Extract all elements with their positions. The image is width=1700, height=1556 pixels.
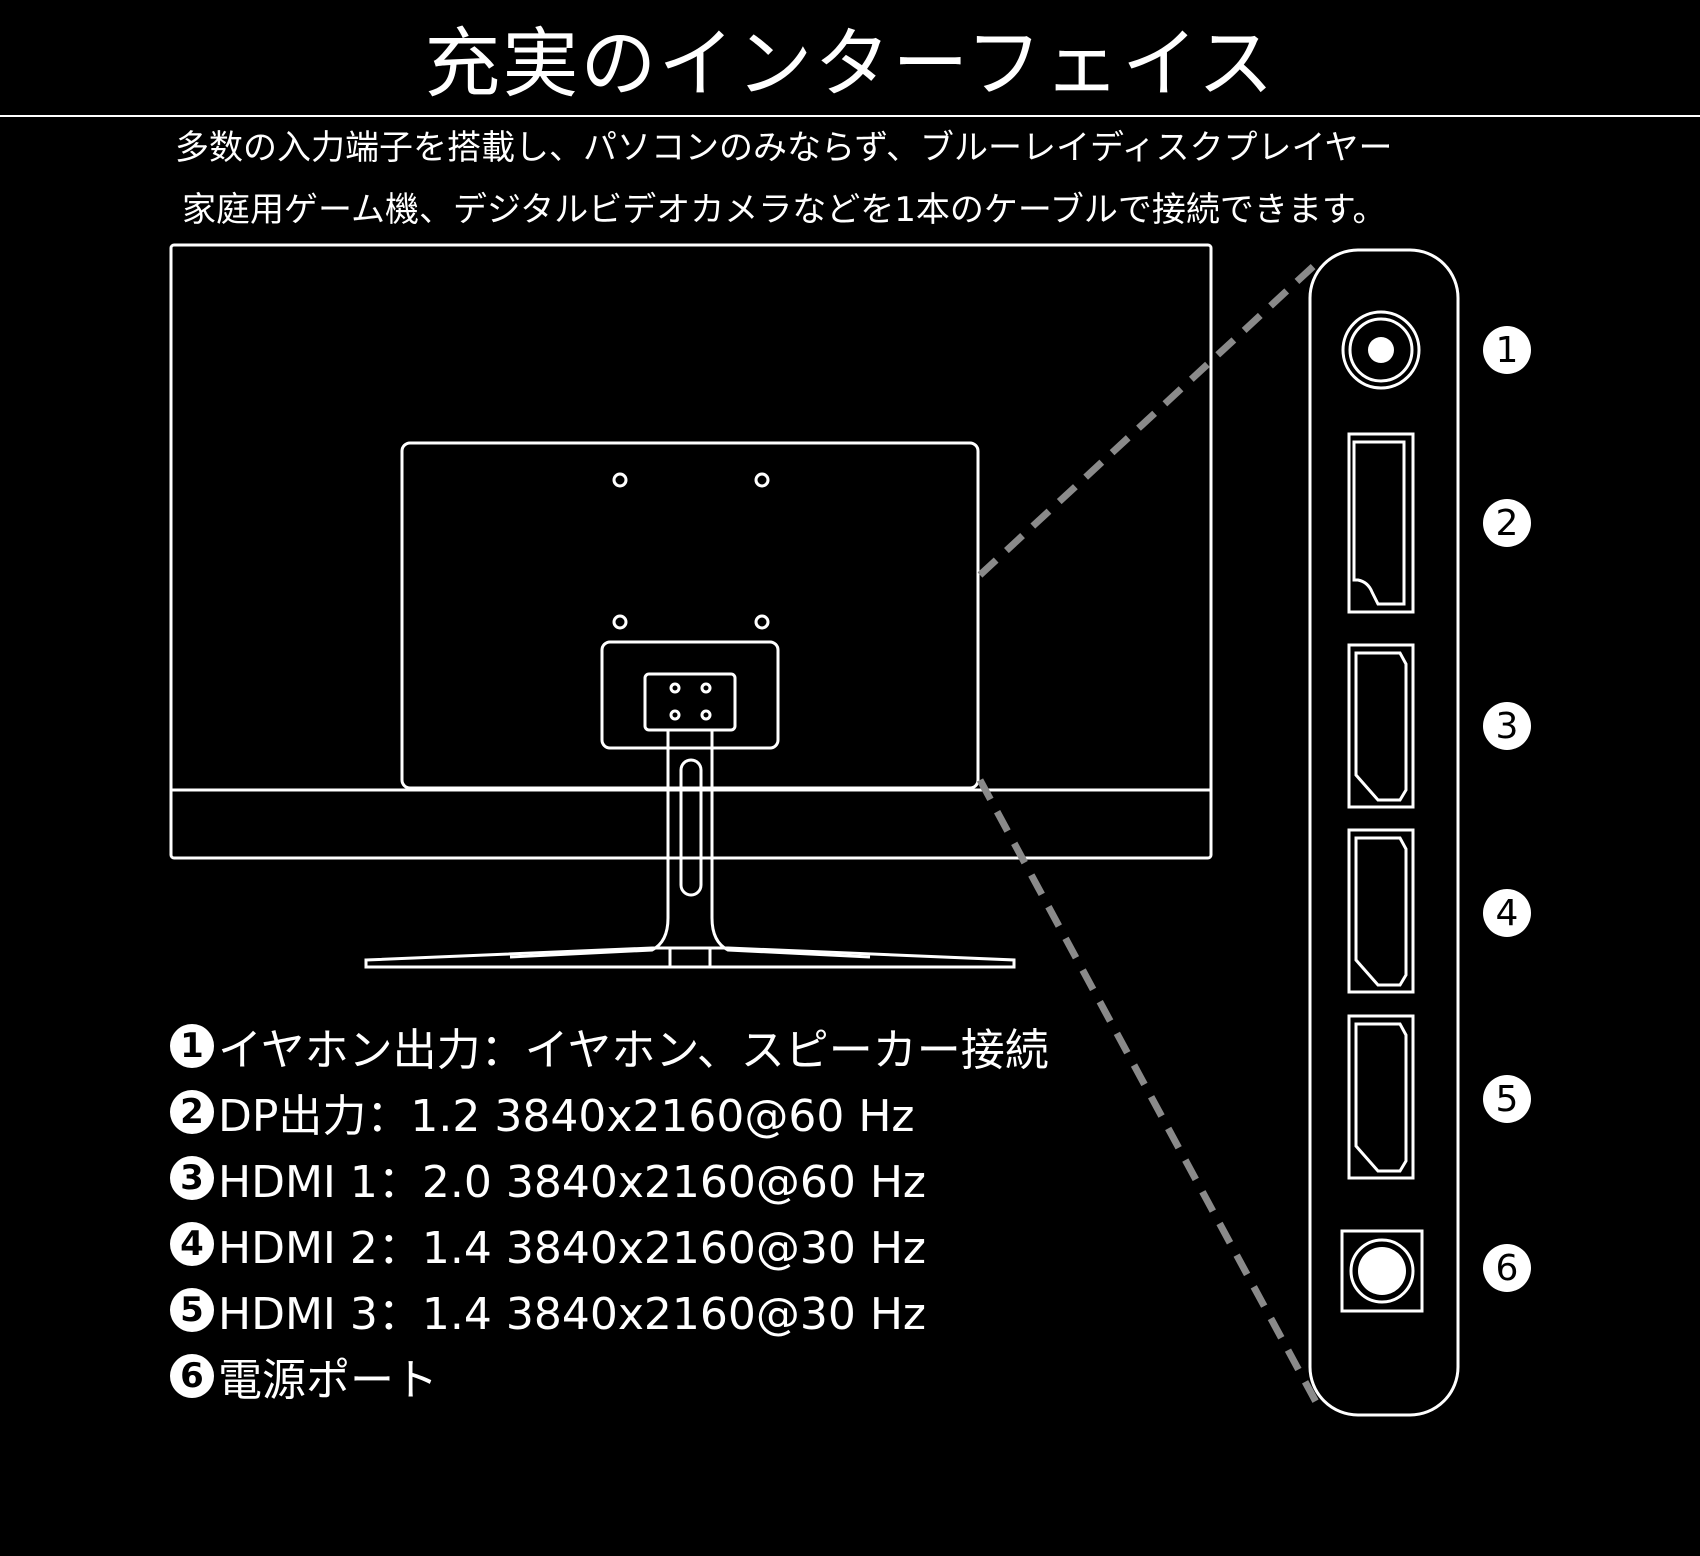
- monitor-back-outline: [169, 243, 1213, 860]
- stand-mount-plate: [600, 640, 780, 750]
- spec-number: 4: [170, 1222, 214, 1266]
- spec-text: HDMI 1：2.0 3840x2160@60 Hz: [218, 1157, 926, 1208]
- spec-number: 2: [170, 1090, 214, 1134]
- spec-text: HDMI 3：1.4 3840x2160@30 Hz: [218, 1289, 926, 1340]
- spec-text: イヤホン出力：イヤホン、スピーカー接続: [218, 1025, 1049, 1076]
- spec-number: 5: [170, 1288, 214, 1332]
- spec-item-hdmi-2: 4 HDMI 2：1.4 3840x2160@30 Hz: [170, 1211, 1049, 1277]
- stand-neck-slot: [679, 758, 703, 897]
- displayport-icon: [1347, 432, 1415, 614]
- mount-screw: [669, 709, 681, 721]
- page-title: 充実のインターフェイス: [424, 19, 1276, 108]
- mount-screw: [700, 682, 712, 694]
- spec-item-hdmi-3: 5 HDMI 3：1.4 3840x2160@30 Hz: [170, 1277, 1049, 1343]
- spec-text: DP出力：1.2 3840x2160@60 Hz: [218, 1091, 915, 1142]
- vesa-hole: [612, 614, 628, 630]
- port-label-3: 3: [1483, 702, 1531, 750]
- description-line-1: 多数の入力端子を搭載し、パソコンのみならず、ブルーレイディスクプレイヤー: [175, 128, 1393, 168]
- spec-list: 1 イヤホン出力：イヤホン、スピーカー接続 2 DP出力：1.2 3840x21…: [170, 1013, 1049, 1409]
- stand-base: [364, 946, 1016, 969]
- spec-item-dp: 2 DP出力：1.2 3840x2160@60 Hz: [170, 1079, 1049, 1145]
- spec-item-power: 6 電源ポート: [170, 1343, 1049, 1409]
- power-port-icon: [1340, 1229, 1424, 1313]
- spec-item-hdmi-1: 3 HDMI 1：2.0 3840x2160@60 Hz: [170, 1145, 1049, 1211]
- mount-screw: [669, 682, 681, 694]
- port-label-5: 5: [1483, 1075, 1531, 1123]
- spec-number: 6: [170, 1354, 214, 1398]
- power-port-center: [1358, 1247, 1406, 1295]
- spec-item-earphone: 1 イヤホン出力：イヤホン、スピーカー接続: [170, 1013, 1049, 1079]
- spec-text: 電源ポート: [218, 1355, 438, 1406]
- spec-number: 1: [170, 1024, 214, 1068]
- spec-number: 3: [170, 1156, 214, 1200]
- vesa-hole: [754, 472, 770, 488]
- earphone-jack-center: [1368, 337, 1394, 363]
- hdmi-port-3-icon: [1347, 1014, 1415, 1180]
- stand-mount-bracket: [643, 672, 737, 732]
- mount-screw: [700, 709, 712, 721]
- title-divider: [0, 115, 1700, 117]
- earphone-jack-icon: [1341, 310, 1421, 390]
- vesa-hole: [754, 614, 770, 630]
- port-label-2: 2: [1483, 499, 1531, 547]
- port-panel: [1308, 248, 1460, 1417]
- port-label-1: 1: [1483, 326, 1531, 374]
- port-label-4: 4: [1483, 889, 1531, 937]
- hdmi-port-1-icon: [1347, 643, 1415, 809]
- port-label-6: 6: [1483, 1244, 1531, 1292]
- rear-panel: [400, 441, 980, 790]
- callout-line-bottom: [976, 778, 1320, 1404]
- vesa-hole: [612, 472, 628, 488]
- stand-neck: [509, 730, 871, 959]
- callout-line-top: [977, 259, 1321, 578]
- description-line-2: 家庭用ゲーム機、デジタルビデオカメラなどを1本のケーブルで接続できます。: [182, 190, 1387, 230]
- hdmi-port-2-icon: [1347, 828, 1415, 994]
- spec-text: HDMI 2：1.4 3840x2160@30 Hz: [218, 1223, 926, 1274]
